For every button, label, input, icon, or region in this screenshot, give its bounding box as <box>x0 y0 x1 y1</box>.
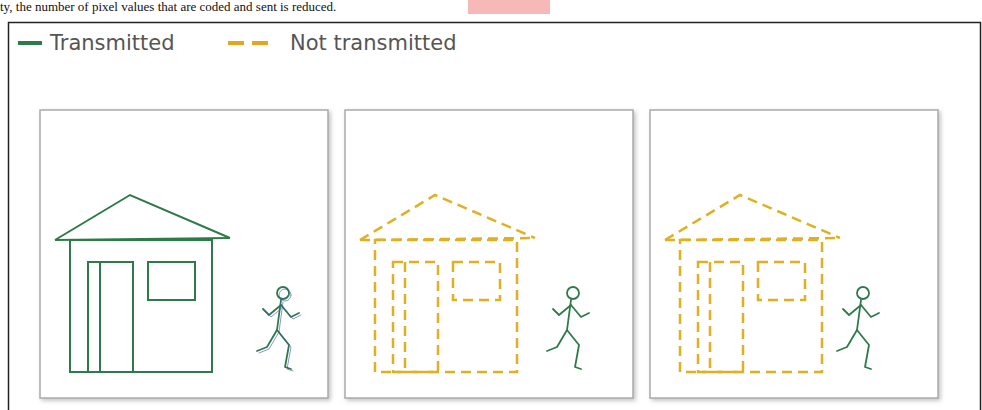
runner-figure <box>547 287 589 369</box>
runner-figure <box>257 287 299 369</box>
text-note: ty, the number of pixel values that are … <box>0 0 336 14</box>
legend-line-dashed <box>228 41 272 45</box>
frame-panel <box>650 110 938 398</box>
outer-frame <box>9 23 981 410</box>
legend-line-solid <box>18 41 42 45</box>
legend-text: Transmitted <box>50 31 175 55</box>
frame-panel <box>345 110 633 398</box>
frame-panel <box>40 110 328 398</box>
text-highlight <box>468 0 550 14</box>
house-not-transmitted <box>360 195 535 372</box>
legend-text: Not transmitted <box>290 31 456 55</box>
runner-figure-shade <box>259 289 301 371</box>
runner-figure <box>837 287 879 369</box>
house-not-transmitted <box>665 195 840 372</box>
house-transmitted <box>55 195 230 372</box>
